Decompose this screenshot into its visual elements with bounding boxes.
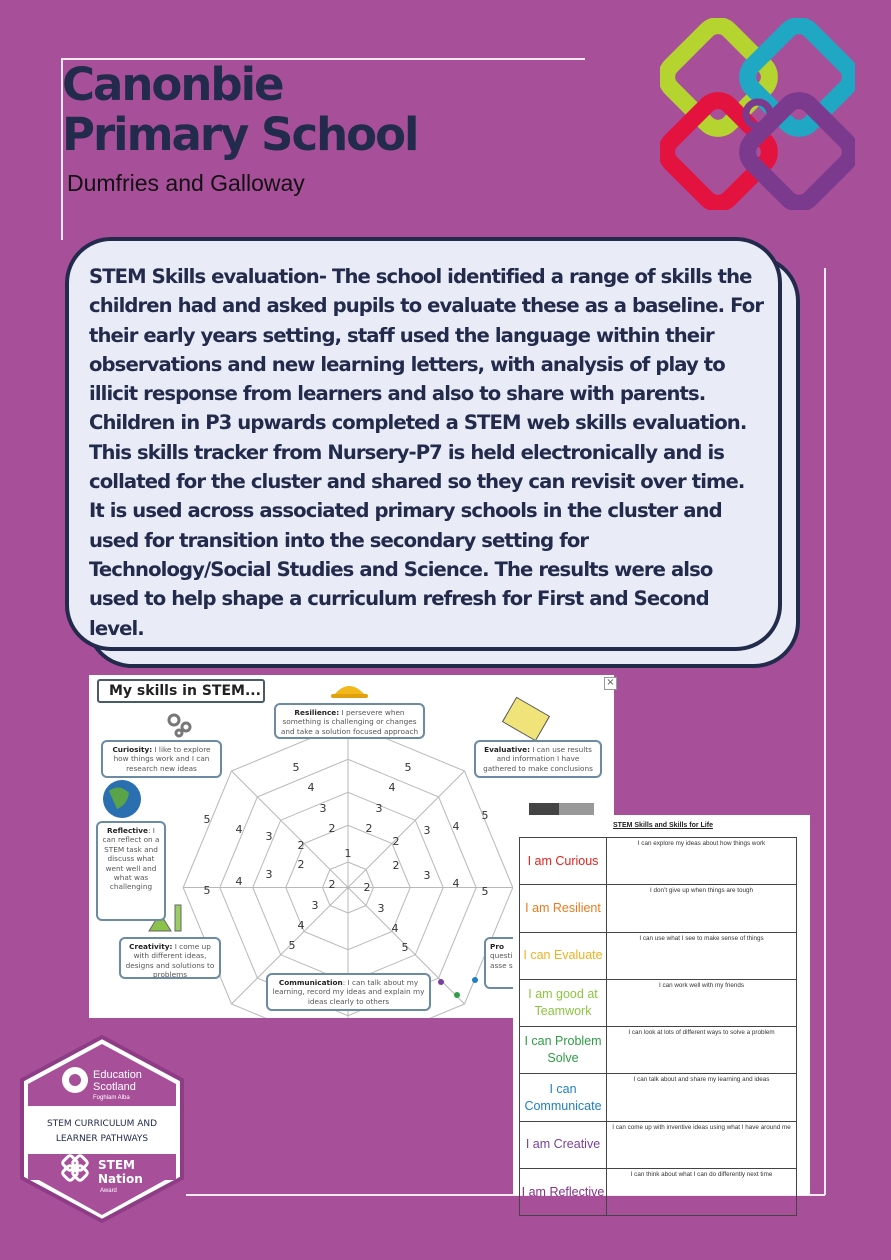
- gears-icon: [167, 713, 192, 738]
- scale-label: 4: [298, 919, 305, 932]
- scale-label: 4: [236, 875, 243, 888]
- badge-org-line2: Scotland: [93, 1081, 136, 1093]
- scale-label: 4: [392, 922, 399, 935]
- evaluative-box: Evaluative: I can use results and inform…: [474, 740, 602, 778]
- frame-line-left: [61, 58, 63, 240]
- skill-description: I don’t give up when things are tough: [606, 884, 797, 933]
- scale-label: 3: [424, 824, 431, 837]
- scale-label: 4: [236, 823, 243, 836]
- scale-label: 3: [378, 902, 385, 915]
- handshake-icon: [529, 803, 594, 815]
- creativity-box: Creativity: I come up with different ide…: [119, 937, 221, 979]
- scale-label: 1: [345, 847, 352, 860]
- skills-web-title: My skills in STEM...: [97, 679, 265, 703]
- communication-box: Communication: I can talk about my learn…: [266, 973, 431, 1011]
- scale-label: 3: [320, 802, 327, 815]
- resilience-box: Resilience: I persevere when something i…: [274, 703, 425, 739]
- scale-label: 3: [266, 830, 273, 843]
- scale-label: 2: [366, 822, 373, 835]
- school-name-line2: Primary School: [62, 108, 419, 161]
- scale-label: 2: [364, 881, 371, 894]
- scale-label: 5: [293, 761, 300, 774]
- skill-description: I can look at lots of different ways to …: [606, 1026, 797, 1075]
- scale-labels: 1 5 5 4 4 3 3 2 2 5 4 3 2 2 2 2 3 3 4 4 …: [204, 761, 489, 954]
- push-pins-icon: [438, 977, 478, 998]
- scale-label: 2: [298, 858, 305, 871]
- scale-label: 5: [204, 884, 211, 897]
- region-label: Dumfries and Galloway: [67, 170, 305, 196]
- stem-nation-logo: [660, 18, 855, 210]
- stem-nation-mini-logo: [61, 1154, 89, 1182]
- card-text: STEM Skills evaluation- The school ident…: [89, 265, 764, 640]
- scale-label: 3: [266, 868, 273, 881]
- scale-label: 4: [453, 877, 460, 890]
- reflective-box: Reflective: I can reflect on a STEM task…: [96, 821, 166, 921]
- skill-description: I can think about what I can do differen…: [606, 1168, 797, 1217]
- scale-label: 3: [312, 899, 319, 912]
- badge-band-line1: STEM CURRICULUM AND: [47, 1119, 157, 1129]
- scale-label: 2: [329, 878, 336, 891]
- badge-award-line1: STEM: [98, 1158, 135, 1172]
- scale-label: 5: [204, 813, 211, 826]
- scale-label: 2: [329, 822, 336, 835]
- badge-org-line3: Foghlam Alba: [93, 1095, 130, 1101]
- skills-web-diagram: 1 5 5 4 4 3 3 2 2 5 4 3 2 2 2 2 3 3 4 4 …: [103, 686, 594, 1018]
- badge-award-line3: Award: [100, 1188, 117, 1194]
- table-title: STEM Skills and Skills for Life: [613, 822, 713, 829]
- skill-description: I can explore my ideas about how things …: [606, 836, 797, 886]
- skill-description: I can come up with inventive ideas using…: [606, 1120, 797, 1170]
- skill-label: I can Evaluate: [519, 931, 607, 980]
- curiosity-box: Curiosity: I like to explore how things …: [101, 740, 222, 778]
- school-name-line1: Canonbie: [62, 58, 285, 111]
- school-name: Canonbie Primary School: [62, 58, 419, 161]
- skill-label: I am good at Teamwork: [519, 978, 607, 1028]
- skill-label: I can Problem Solve: [519, 1026, 607, 1075]
- skill-label: I am Resilient: [519, 884, 607, 933]
- skill-label: I am Curious: [519, 836, 607, 886]
- scale-label: 2: [298, 839, 305, 852]
- scale-label: 2: [393, 859, 400, 872]
- stem-nation-award-badge: Education Scotland Foghlam Alba STEM CUR…: [20, 1034, 184, 1224]
- scale-label: 2: [393, 835, 400, 848]
- badge-award-line2: Nation: [98, 1172, 143, 1186]
- skill-description: I can work well with my friends: [606, 978, 797, 1028]
- scale-label: 5: [405, 761, 412, 774]
- globe-icon: [103, 780, 141, 818]
- scale-label: 5: [402, 941, 409, 954]
- skill-label: I am Creative: [519, 1120, 607, 1170]
- scale-label: 5: [482, 809, 489, 822]
- hard-hat-icon: [331, 686, 368, 698]
- frame-line-right: [824, 268, 826, 1195]
- skill-label: I am Reflective: [519, 1168, 607, 1217]
- scale-label: 3: [376, 802, 383, 815]
- frame-line-bottom: [186, 1194, 825, 1196]
- skills-table-image: STEM Skills and Skills for Life I am Cur…: [513, 815, 810, 1217]
- close-icon[interactable]: ×: [604, 677, 617, 690]
- frame-line-top: [61, 58, 585, 60]
- clipboard-icon: [501, 696, 551, 742]
- skill-label: I can Communicate: [519, 1073, 607, 1122]
- scale-label: 3: [424, 869, 431, 882]
- scale-label: 5: [289, 939, 296, 952]
- scale-label: 5: [482, 885, 489, 898]
- scale-label: 4: [453, 820, 460, 833]
- skill-description: I can talk about and share my learning a…: [606, 1073, 797, 1122]
- scale-label: 4: [389, 781, 396, 794]
- badge-band-line2: LEARNER PATHWAYS: [56, 1134, 149, 1144]
- skill-description: I can use what I see to make sense of th…: [606, 931, 797, 980]
- card: [65, 237, 782, 651]
- scale-label: 4: [308, 781, 315, 794]
- badge-org-line1: Education: [93, 1069, 142, 1081]
